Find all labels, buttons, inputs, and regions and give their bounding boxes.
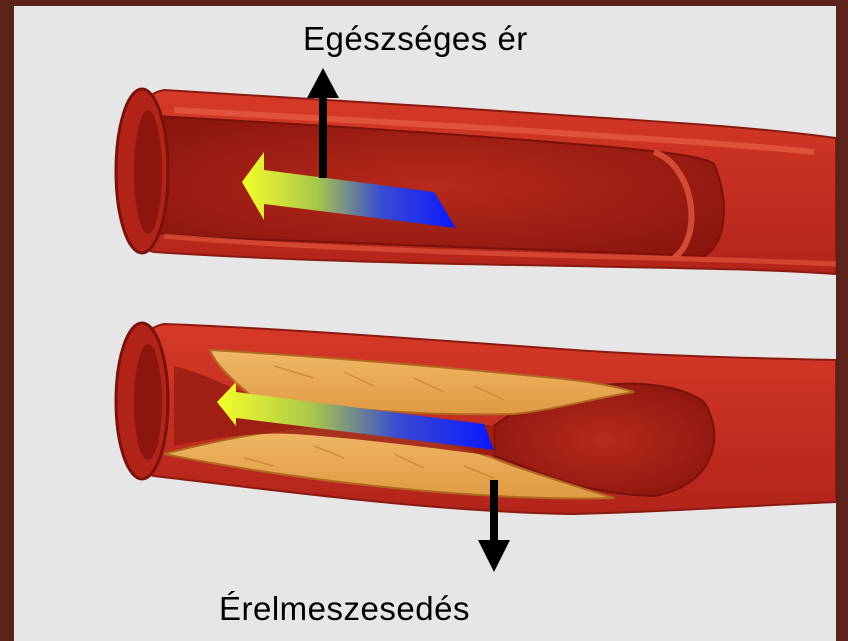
pointer-arrow-up bbox=[319, 94, 327, 178]
pointer-arrow-down bbox=[490, 480, 498, 544]
healthy-vessel bbox=[116, 68, 836, 274]
vessel-illustration bbox=[14, 6, 836, 641]
diagram-frame: Egészséges ér Érelmeszesedés bbox=[14, 6, 836, 641]
diseased-vessel bbox=[116, 323, 836, 572]
